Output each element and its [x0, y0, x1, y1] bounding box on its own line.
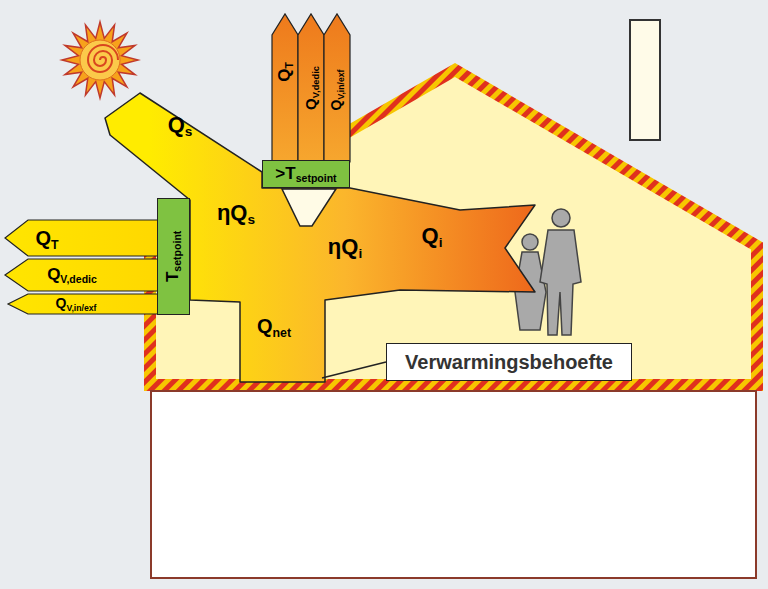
flow-label: QT [35, 227, 58, 249]
person-body [540, 230, 581, 335]
flow-label: QV,dedic [47, 266, 97, 285]
text-main: Q [47, 265, 60, 284]
text-subscript: net [272, 326, 291, 340]
text-subscript: s [247, 212, 255, 227]
node-text: Tsetpoint [164, 231, 183, 282]
text-main: ηQ [328, 234, 359, 259]
text-main: Q [56, 295, 67, 311]
basement [151, 391, 756, 578]
person-head [552, 209, 570, 227]
arrow [272, 14, 298, 162]
text-main: Q [35, 227, 51, 249]
text-main: >T [275, 164, 295, 183]
sun [62, 22, 138, 98]
flow-gap [282, 189, 336, 226]
text-main: Q [168, 112, 185, 137]
leader-line [322, 362, 386, 378]
sun-disc [80, 40, 120, 80]
text-main: T [163, 272, 182, 282]
loss-arrows [5, 220, 160, 314]
text-subscript: setpoint [296, 172, 337, 184]
flow-label: QV,in/exf [56, 296, 97, 311]
flow-label: ηQi [328, 235, 362, 259]
text-subscript: T [283, 62, 295, 68]
people [515, 209, 581, 335]
arrow [324, 14, 350, 162]
surplus-arrows [272, 14, 350, 162]
text-subscript: V,in/exf [336, 70, 346, 100]
node-text: >Tsetpoint [275, 165, 336, 184]
flow-label: ηQs [217, 201, 255, 225]
flow-label: QV,dedic [303, 66, 320, 110]
text-subscript: V,dedic [60, 273, 97, 285]
text-subscript: T [51, 238, 59, 252]
arrow [5, 259, 160, 291]
arrow [298, 14, 324, 162]
text-main: Q [275, 69, 294, 82]
flow-label: Qs [168, 113, 193, 137]
text-subscript: i [439, 235, 443, 250]
text-main: Q [328, 100, 344, 111]
result-box: Verwarmingsbehoefte [386, 343, 632, 381]
flow-label: QV,in/exf [329, 70, 344, 111]
text-subscript: V,in/exf [66, 303, 96, 313]
sun-spiral [88, 45, 118, 72]
text-main: Q [422, 223, 439, 248]
arrow [5, 220, 160, 256]
flow-label: Qi [422, 224, 443, 248]
text-main: ηQ [217, 200, 248, 225]
energy-flow [105, 93, 535, 382]
flow-label: QT [276, 62, 295, 82]
arrow [8, 294, 160, 314]
setpoint-box: >Tsetpoint [262, 160, 350, 188]
node-text: Verwarmingsbehoefte [405, 351, 613, 373]
text-subscript: V,dedic [311, 66, 321, 98]
text-main: Q [257, 315, 273, 337]
person-head [522, 234, 538, 250]
sun-rays [62, 22, 138, 98]
text-subscript: i [358, 246, 362, 261]
text-main: Q [302, 98, 319, 110]
text-subscript: s [185, 124, 193, 139]
text-subscript: setpoint [172, 231, 184, 272]
chimney [630, 20, 660, 140]
flow-label: Qnet [257, 315, 291, 337]
setpoint-box: Tsetpoint [157, 198, 190, 315]
